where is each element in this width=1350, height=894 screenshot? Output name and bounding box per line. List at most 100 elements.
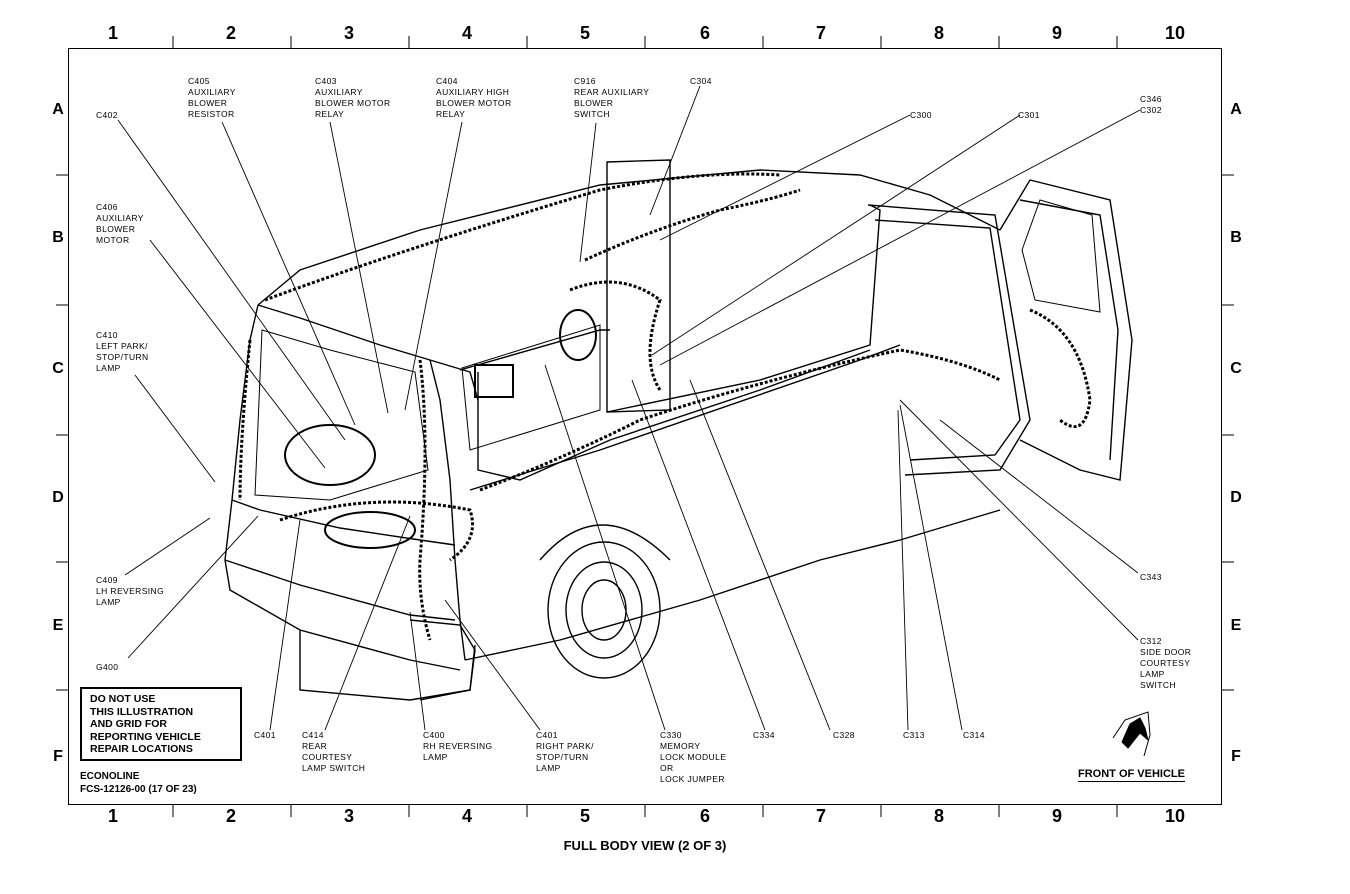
callout-text: MEMORY (660, 741, 701, 751)
grid-col-4: 4 (461, 23, 472, 43)
callout-text: BLOWER (574, 98, 614, 108)
grid-row-b: B (1230, 229, 1242, 246)
callout-c313: C313 (903, 730, 925, 741)
callout-text: C916 (574, 76, 596, 86)
grid-col-10: 10 (1164, 806, 1186, 826)
callout-text: RESISTOR (188, 109, 235, 119)
grid-row-d: D (52, 489, 64, 506)
grid-col-3: 3 (343, 806, 354, 826)
model-info: ECONOLINE FCS-12126-00 (17 OF 23) (80, 770, 197, 796)
front-of-vehicle-label: FRONT OF VEHICLE (1078, 768, 1185, 782)
grid-col-5: 5 (579, 806, 590, 826)
callout-text: C406 (96, 202, 118, 212)
callout-text: C300 (910, 110, 932, 120)
callout-text: RH REVERSING (423, 741, 493, 751)
callout-text: BLOWER MOTOR (315, 98, 391, 108)
grid-col-10: 10 (1164, 23, 1186, 43)
leader-lines (117, 85, 1141, 731)
callout-text: AUXILIARY HIGH (436, 87, 510, 97)
callout-text: LOCK MODULE (660, 752, 727, 762)
callout-text: BLOWER (96, 224, 136, 234)
callout-text: SIDE DOOR (1140, 647, 1192, 657)
grid-ticks (56, 36, 1234, 817)
callout-text: LAMP SWITCH (302, 763, 366, 773)
callout-c401-left: C401 (254, 730, 276, 741)
grid-row-a: A (1230, 101, 1242, 118)
callout-text: C403 (315, 76, 337, 86)
callout-text: C343 (1140, 572, 1162, 582)
warning-box: DO NOT USE THIS ILLUSTRATION AND GRID FO… (80, 687, 242, 761)
callout-text: C313 (903, 730, 925, 740)
callout-text: C404 (436, 76, 458, 86)
grid-row-c: C (1230, 360, 1242, 377)
callout-text: LAMP (536, 763, 561, 773)
callout-text: G400 (96, 662, 119, 672)
callout-text: C410 (96, 330, 118, 340)
figure-number: FCS-12126-00 (17 OF 23) (80, 784, 197, 795)
callout-c343: C343 (1140, 572, 1162, 583)
grid-row-d: D (1230, 489, 1242, 506)
callout-text: AUXILIARY (315, 87, 363, 97)
grid-row-e: E (1230, 617, 1242, 634)
callout-c314: C314 (963, 730, 985, 741)
callout-text: LAMP (423, 752, 448, 762)
warning-line: REPAIR LOCATIONS (90, 743, 193, 755)
grid-col-7: 7 (815, 806, 826, 826)
grid-col-8: 8 (933, 23, 944, 43)
warning-line: AND GRID FOR (90, 718, 167, 730)
callout-text: C330 (660, 730, 682, 740)
grid-col-8: 8 (933, 806, 944, 826)
callout-text: LAMP (1140, 669, 1165, 679)
grid-col-6: 6 (699, 806, 710, 826)
callout-text: COURTESY (302, 752, 353, 762)
callout-text: RIGHT PARK/ (536, 741, 594, 751)
callout-text: LAMP (96, 597, 121, 607)
grid-col-2: 2 (225, 23, 236, 43)
callout-text: COURTESY (1140, 658, 1191, 668)
callout-text: STOP/TURN (536, 752, 589, 762)
callout-text: SWITCH (574, 109, 610, 119)
callout-text: C346 (1140, 94, 1162, 104)
grid-col-6: 6 (699, 23, 710, 43)
grid-row-f: F (53, 748, 63, 765)
callout-text: MOTOR (96, 235, 130, 245)
callout-c304: C304 (690, 76, 712, 87)
callout-c334: C334 (753, 730, 775, 741)
warning-line: DO NOT USE (90, 693, 156, 705)
callout-text: LOCK JUMPER (660, 774, 725, 784)
callout-text: LEFT PARK/ (96, 341, 148, 351)
callout-text: AUXILIARY (188, 87, 236, 97)
callout-text: C302 (1140, 105, 1162, 115)
grid-col-2: 2 (225, 806, 236, 826)
grid-col-7: 7 (815, 23, 826, 43)
callout-text: LAMP (96, 363, 121, 373)
callout-text: BLOWER MOTOR (436, 98, 512, 108)
callout-text: C401 (254, 730, 276, 740)
callout-g400: G400 (96, 662, 118, 673)
front-arrow-icon (1112, 711, 1151, 757)
grid-row-a: A (52, 101, 64, 118)
callout-text: C312 (1140, 636, 1162, 646)
grid-row-f: F (1231, 748, 1241, 765)
grid-col-1: 1 (107, 23, 118, 43)
callout-text: C409 (96, 575, 118, 585)
grid-col-9: 9 (1051, 23, 1062, 43)
grid-col-9: 9 (1051, 806, 1062, 826)
callout-text: C334 (753, 730, 775, 740)
callout-c300: C300 (910, 110, 932, 121)
callout-text: C314 (963, 730, 985, 740)
